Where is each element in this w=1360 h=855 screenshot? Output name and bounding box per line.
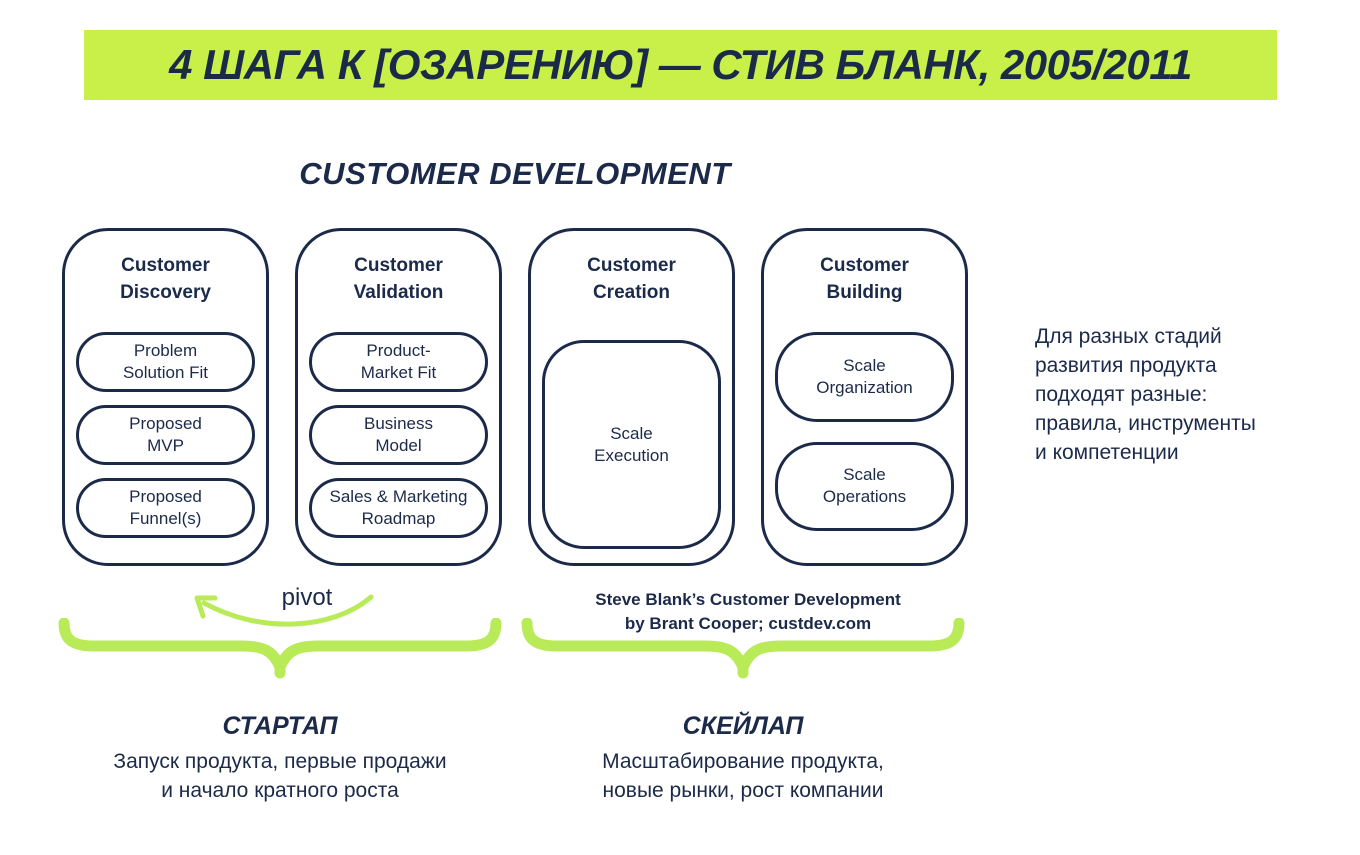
page-title: 4 ШАГА К [ОЗАРЕНИЮ] — СТИВ БЛАНК, 2005/2… [169, 41, 1192, 88]
stage-title: Customer Building [820, 255, 909, 303]
step-sales-marketing-roadmap: Sales & Marketing Roadmap [309, 478, 488, 538]
stage-customer-discovery: Customer Discovery Problem Solution Fit … [62, 228, 269, 566]
pivot-arrow-icon [194, 594, 374, 627]
stage-title: Customer Creation [587, 255, 676, 303]
step-proposed-funnels: Proposed Funnel(s) [76, 478, 255, 538]
stage-customer-building: Customer Building Scale Organization Sca… [761, 228, 968, 566]
step-proposed-mvp: Proposed MVP [76, 405, 255, 466]
scaleup-brace [521, 618, 965, 679]
credit-text: Steve Blank’s Customer Development by Br… [595, 590, 901, 633]
stage-title: Customer Validation [353, 255, 444, 303]
scaleup-title: СКЕЙЛАП [682, 712, 804, 740]
title-banner: 4 ШАГА К [ОЗАРЕНИЮ] — СТИВ БЛАНК, 2005/2… [84, 30, 1277, 100]
customer-development-heading: CUSTOMER DEVELOPMENT [299, 156, 731, 191]
step-problem-solution-fit: Problem Solution Fit [76, 332, 255, 393]
side-note: Для разных стадий развития продукта подх… [1035, 325, 1256, 464]
stage-title: Customer Discovery [120, 255, 211, 303]
startup-description: Запуск продукта, первые продажи и начало… [113, 750, 447, 802]
step-scale-execution: Scale Execution [542, 340, 721, 549]
stages-row: Customer Discovery Problem Solution Fit … [62, 228, 968, 566]
pivot-label: pivot [281, 584, 333, 611]
step-product-market-fit: Product- Market Fit [309, 332, 488, 393]
stage-customer-creation: Customer Creation Scale Execution [528, 228, 735, 566]
stage-customer-validation: Customer Validation Product- Market Fit … [295, 228, 502, 566]
startup-title: СТАРТАП [222, 712, 338, 740]
scaleup-description: Масштабирование продукта, новые рынки, р… [602, 750, 884, 802]
startup-brace [58, 618, 502, 679]
step-business-model: Business Model [309, 405, 488, 466]
step-scale-organization: Scale Organization [775, 332, 954, 422]
step-scale-operations: Scale Operations [775, 441, 954, 531]
